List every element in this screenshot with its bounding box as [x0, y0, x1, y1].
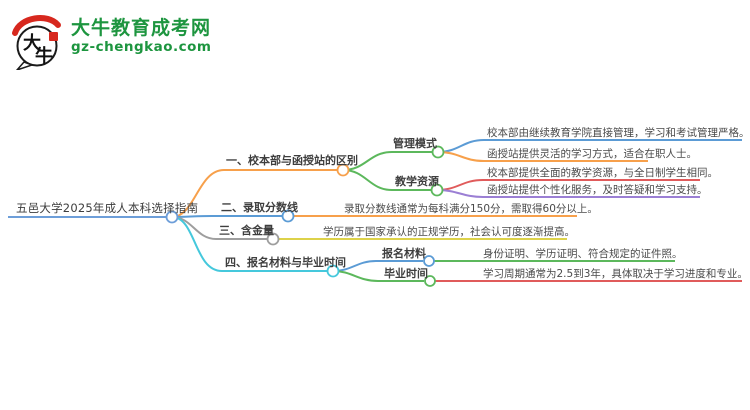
node-graduation-time-label: 毕业时间 — [384, 267, 428, 280]
site-logo: 大 牛 大牛教育成考网 gz-chengkao.com — [10, 12, 212, 70]
toggle-teaching-resources[interactable] — [430, 183, 444, 197]
toggle-management-mode[interactable] — [431, 145, 445, 159]
leaf-management-campus: 校本部由继续教育学院直接管理，学习和考试管理严格。 — [487, 127, 750, 139]
logo-seal-icon — [49, 32, 58, 41]
toggle-root-node[interactable] — [165, 210, 179, 224]
logo-red-arc — [12, 15, 61, 36]
logo-domain: gz-chengkao.com — [71, 39, 212, 55]
logo-bubble-outline — [16, 25, 58, 67]
edge-teaching-resources — [342, 169, 431, 191]
toggle-graduation-time[interactable] — [424, 275, 436, 287]
edge-branch-2 — [171, 215, 283, 218]
toggle-enrollment-materials[interactable] — [423, 255, 435, 267]
toggle-branch-4[interactable] — [326, 264, 340, 278]
branch-materials-time-label: 四、报名材料与毕业时间 — [225, 256, 346, 269]
logo-text-block: 大牛教育成考网 gz-chengkao.com — [71, 12, 212, 56]
leaf-teaching-station: 函授站提供个性化服务，及时答疑和学习支持。 — [487, 184, 708, 196]
root-node-label: 五邑大学2025年成人本科选择指南 — [16, 201, 199, 215]
logo-bubble-tail — [16, 61, 35, 70]
leaf-enrollment-materials: 身份证明、学历证明、符合规定的证件照。 — [483, 248, 683, 260]
leaf-management-station: 函授站提供灵活的学习方式，适合在职人士。 — [487, 148, 697, 160]
toggle-branch-1[interactable] — [336, 163, 350, 177]
branch-degree-value-label: 三、含金量 — [219, 224, 274, 237]
edge-branch-1 — [171, 169, 337, 218]
leaf-admission-score: 录取分数线通常为每科满分150分，需取得60分以上。 — [344, 203, 598, 215]
logo-bubble-icon: 大 牛 — [12, 15, 61, 70]
toggle-branch-2[interactable] — [281, 209, 295, 223]
branch-campus-vs-station-label: 一、校本部与函授站的区别 — [226, 154, 358, 167]
node-teaching-resources-label: 教学资源 — [395, 175, 439, 188]
node-enrollment-materials-label: 报名材料 — [382, 247, 426, 260]
edge-management-mode — [342, 151, 432, 171]
leaf-teaching-campus: 校本部提供全面的教学资源，与全日制学生相同。 — [487, 167, 718, 179]
logo-title: 大牛教育成考网 — [71, 17, 212, 39]
logo-bubble-char-top: 大 — [23, 32, 41, 54]
leaf-graduation-time: 学习周期通常为2.5到3年，具体取决于学习进度和专业。 — [483, 268, 748, 280]
logo-bubble-char-bottom: 牛 — [35, 45, 53, 67]
branch-admission-score-label: 二、录取分数线 — [221, 201, 298, 214]
leaf-degree-value: 学历属于国家承认的正规学历，社会认可度逐渐提高。 — [323, 226, 575, 238]
node-management-mode-label: 管理模式 — [393, 137, 437, 150]
toggle-branch-3[interactable] — [266, 232, 280, 246]
edge-branch-4 — [171, 216, 328, 272]
